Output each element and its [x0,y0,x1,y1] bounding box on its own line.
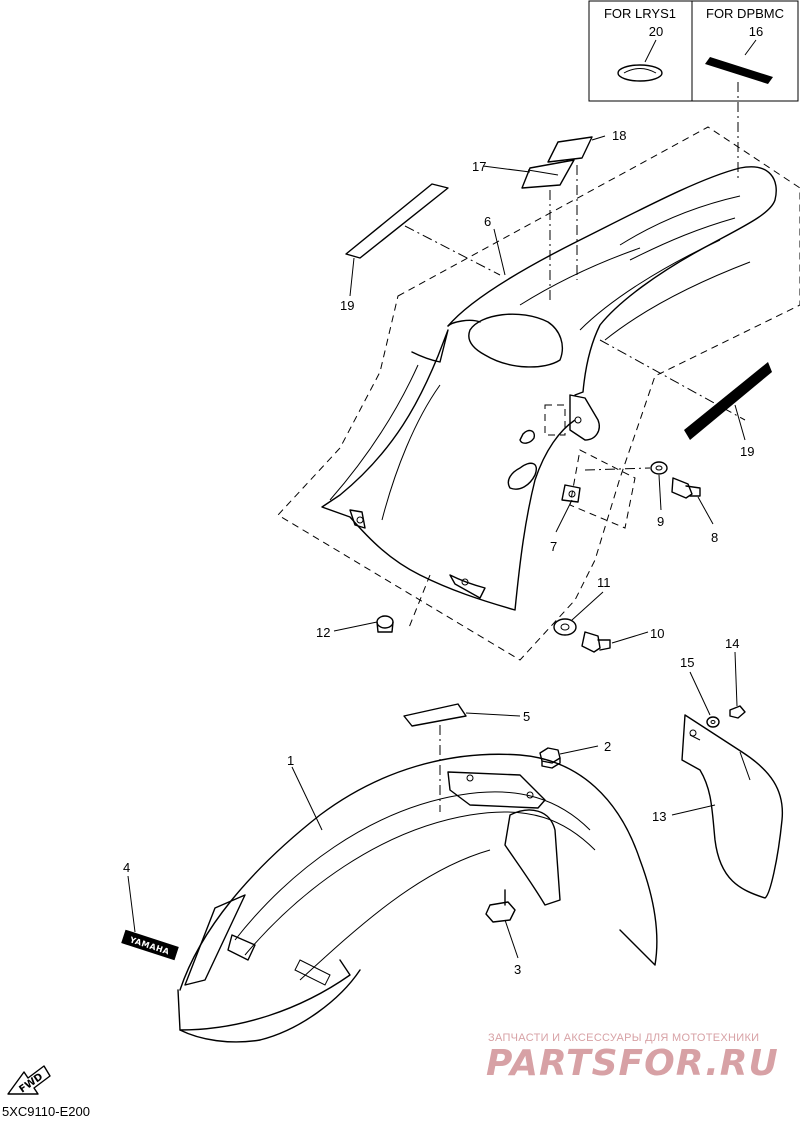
watermark-tagline: ЗАПЧАСТИ И АКСЕССУАРЫ ДЛЯ МОТОТЕХНИКИ [488,1032,759,1044]
bolt-3-icon [485,889,516,923]
variant-box: FOR LRYS1 FOR DPBMC 20 16 [588,0,799,102]
callout-10: 10 [650,626,664,641]
callout-13: 13 [652,809,666,824]
callout-19-right: 19 [740,444,754,459]
callout-1: 1 [287,753,294,768]
decal-16-icon [705,57,773,84]
decal-5-icon [403,703,467,727]
diagram-code: 5XC9110-E200 [2,1104,90,1119]
callout-20: 20 [649,24,663,39]
callout-19-left: 19 [340,298,354,313]
callout-17: 17 [472,159,486,174]
callout-12: 12 [316,625,330,640]
callout-6: 6 [484,214,491,229]
bolt-10-icon [581,631,611,653]
callout-7: 7 [550,539,557,554]
callout-16: 16 [749,24,763,39]
decal-17-icon [521,159,575,189]
callout-8: 8 [711,530,718,545]
decal-18-17 [521,136,593,300]
nut-2-icon [539,747,561,769]
rear-fender [321,166,777,611]
emblem-20-icon [617,64,663,82]
decal-19-left-icon [345,183,449,259]
leader-lines [127,135,746,959]
callout-15: 15 [680,655,694,670]
front-fender [177,725,658,1043]
screw-14-icon [729,705,746,719]
callout-9: 9 [657,514,664,529]
callout-2: 2 [604,739,611,754]
fastener-hardware [376,461,701,653]
emblem-4-yamaha: YAMAHA [121,929,179,961]
clip-7-icon [561,484,581,503]
watermark-brand: PARTSFOR.RU [486,1043,779,1084]
watermark: ЗАПЧАСТИ И АКСЕССУАРЫ ДЛЯ МОТОТЕХНИКИ PA… [486,1032,779,1084]
callout-14: 14 [725,636,739,651]
number-plate [681,705,784,899]
washer-9-icon [650,461,668,475]
fwd-arrow-icon: FWD [7,1065,51,1095]
variant-left-header: FOR LRYS1 [604,6,676,21]
callout-11: 11 [597,575,611,590]
rear-fender-group-outline [277,126,800,661]
decal-19-right-icon [684,362,772,440]
bolt-8-icon [671,477,701,499]
washer-11-icon [553,618,577,636]
variant-right-header: FOR DPBMC [706,6,784,21]
callout-4: 4 [123,860,130,875]
callout-3: 3 [514,962,521,977]
grommet-12-icon [376,615,394,633]
decal-18-icon [547,136,593,163]
washer-15-icon [706,716,720,728]
callout-18: 18 [612,128,626,143]
callout-5: 5 [523,709,530,724]
